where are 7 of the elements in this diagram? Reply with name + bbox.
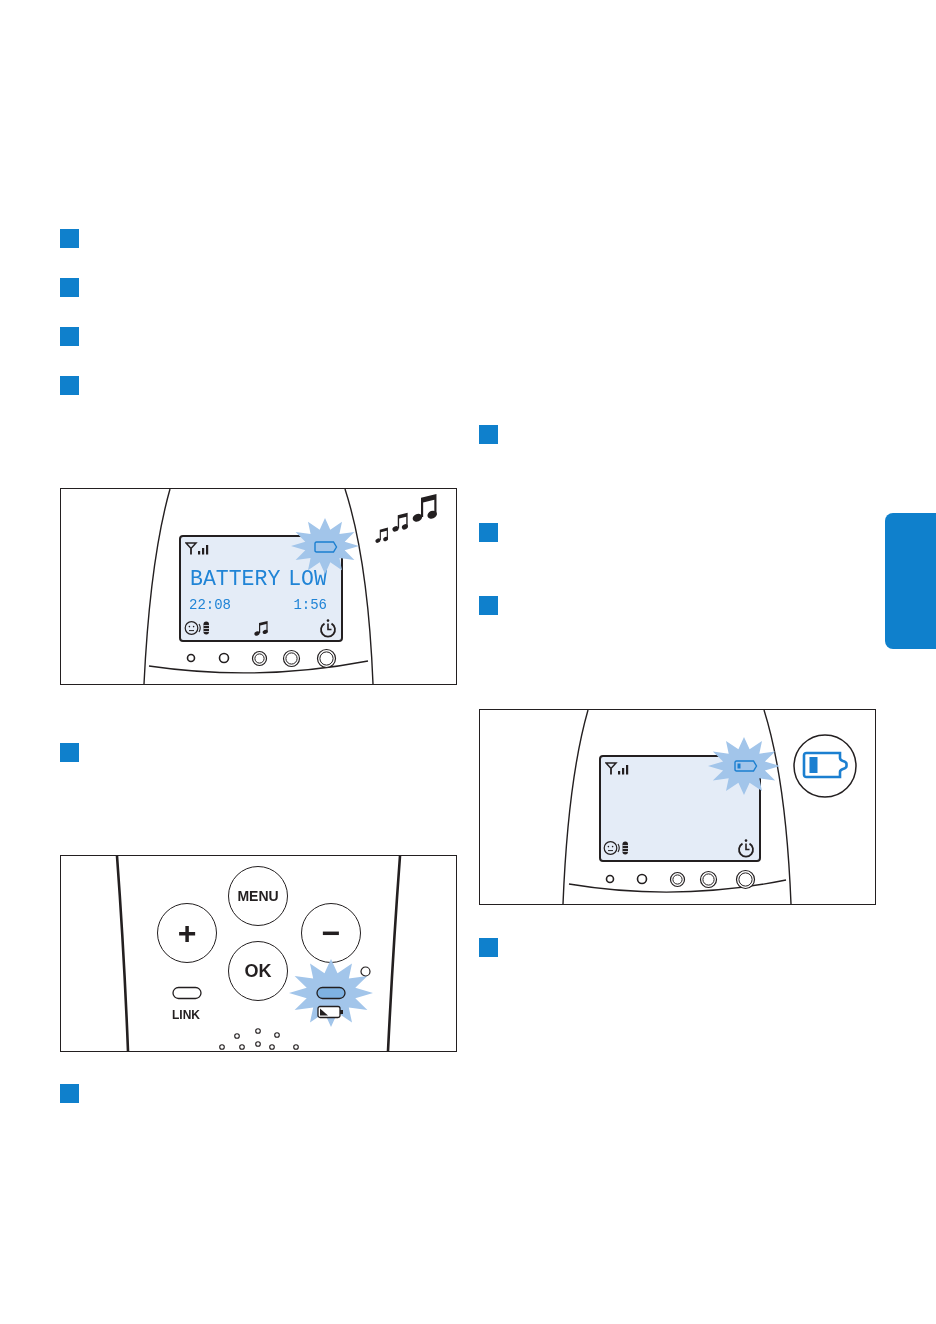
display-message: BATTERY LOW — [190, 569, 327, 591]
section-tab — [885, 513, 936, 649]
lcd-screen — [599, 755, 761, 862]
display-timer: 1:56 — [293, 598, 327, 612]
lcd-screen — [179, 535, 343, 642]
button-label: LINK — [172, 1009, 200, 1021]
display-clock: 22:08 — [189, 598, 231, 612]
